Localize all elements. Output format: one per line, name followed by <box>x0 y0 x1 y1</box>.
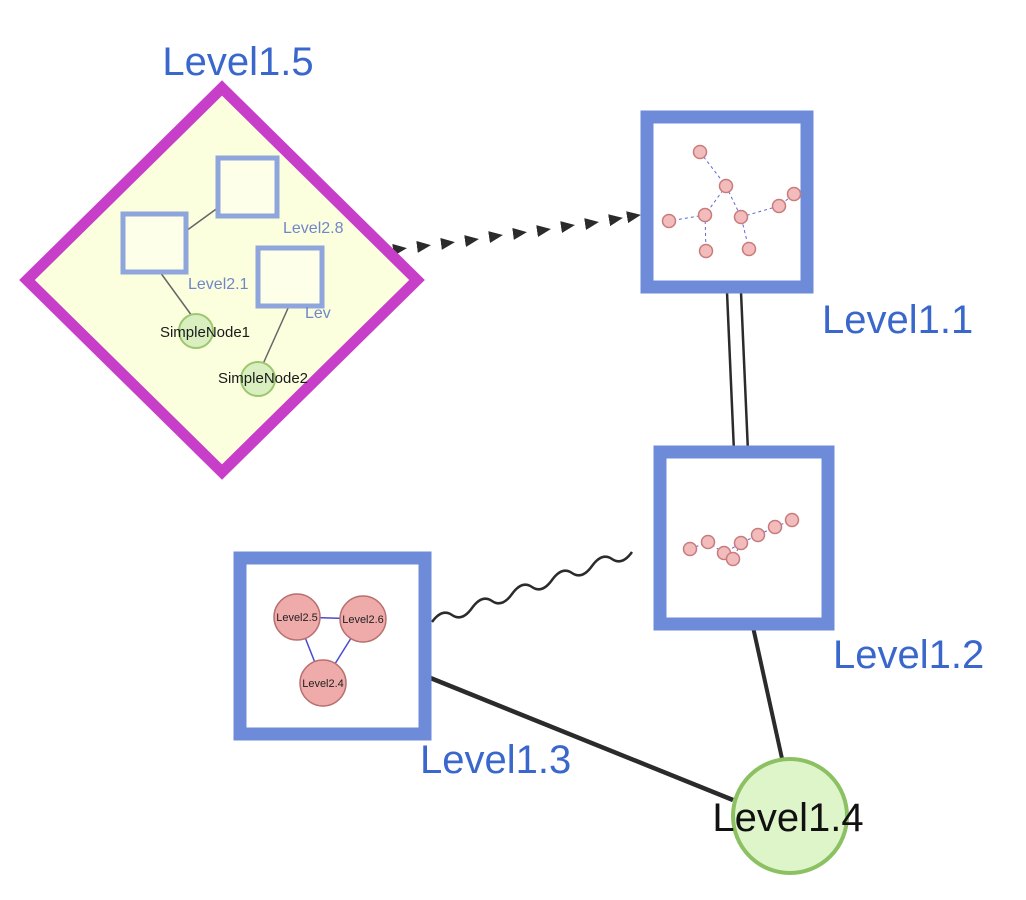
node-level1-3-shape[interactable] <box>233 551 432 741</box>
node-level1-3[interactable]: Level2.5 Level2.6 Level2.4 <box>233 551 432 741</box>
group-diamond-shape[interactable] <box>19 80 425 480</box>
mini-node[interactable] <box>784 512 800 528</box>
node-level1-3-label: Level1.3 <box>420 738 571 782</box>
node-level1-4-shape[interactable] <box>731 757 849 875</box>
group-level1-5-label: Level1.5 <box>162 40 313 84</box>
mini-node[interactable] <box>767 519 783 535</box>
child-node-level2-4[interactable] <box>299 659 347 707</box>
mini-node[interactable] <box>700 534 716 550</box>
edge-level1-3-to-level1-2[interactable] <box>430 551 634 623</box>
node-level1-2[interactable] <box>653 445 835 631</box>
child-square-level2-1[interactable] <box>120 211 189 275</box>
child-node-level2-6[interactable] <box>339 595 387 643</box>
inner-edge-sq3-simplenode2[interactable] <box>262 305 290 365</box>
node-level1-1-mini-graph <box>661 144 802 259</box>
mini-node[interactable] <box>698 243 714 259</box>
child-square-level2-8-label: Level2.8 <box>283 220 344 237</box>
mini-node[interactable] <box>682 541 698 557</box>
child-node-level2-6-label: Level2.6 <box>342 614 384 626</box>
node-level1-1[interactable] <box>640 110 814 294</box>
mini-node[interactable] <box>725 551 741 567</box>
group-node-level1-5[interactable]: Level2.8 Level2.1 Lev SimpleNode1 Simple… <box>19 80 425 480</box>
node-level1-2-label: Level1.2 <box>833 633 984 677</box>
node-level1-1-shape[interactable] <box>640 110 814 294</box>
edge-level1-1-to-level1-2[interactable] <box>725 291 750 453</box>
mini-node[interactable] <box>771 198 787 214</box>
child-square-level2-1-label: Level2.1 <box>188 276 249 293</box>
child-square-level2-8[interactable] <box>215 155 280 219</box>
mini-node[interactable] <box>697 207 713 223</box>
child-square-lev[interactable] <box>255 245 325 309</box>
edge-level1-5-to-level1-1[interactable] <box>392 211 641 256</box>
mini-node[interactable] <box>718 178 734 194</box>
simplenode1-label: SimpleNode1 <box>160 324 250 341</box>
mini-node[interactable] <box>733 209 749 225</box>
simplenode2-node[interactable] <box>240 361 276 397</box>
mini-node[interactable] <box>786 186 802 202</box>
inner-edge-sq2-simplenode1[interactable] <box>159 271 193 317</box>
child-node-level2-5-label: Level2.5 <box>276 612 318 624</box>
node-level1-4-label: Level1.4 <box>712 796 863 840</box>
child-node-level2-4-label: Level2.4 <box>302 678 344 690</box>
node-level1-3-child-graph: Level2.5 Level2.6 Level2.4 <box>273 593 387 707</box>
mini-node[interactable] <box>741 241 757 257</box>
edge-level1-3-to-level1-4[interactable] <box>427 674 734 803</box>
node-level1-2-mini-graph <box>682 512 800 567</box>
mini-node[interactable] <box>750 527 766 543</box>
inner-edge-sq1-sq2[interactable] <box>185 206 220 232</box>
simplenode1-node[interactable] <box>178 313 214 349</box>
mini-node[interactable] <box>692 144 708 160</box>
child-node-level2-5[interactable] <box>273 593 321 641</box>
child-square-lev-label: Lev <box>305 305 331 322</box>
mini-node[interactable] <box>733 535 749 551</box>
mini-node[interactable] <box>661 213 677 229</box>
node-level1-1-label: Level1.1 <box>822 298 973 342</box>
simplenode2-label: SimpleNode2 <box>218 370 308 387</box>
edge-level1-2-to-level1-4[interactable] <box>751 626 785 764</box>
node-level1-4[interactable] <box>731 757 849 875</box>
